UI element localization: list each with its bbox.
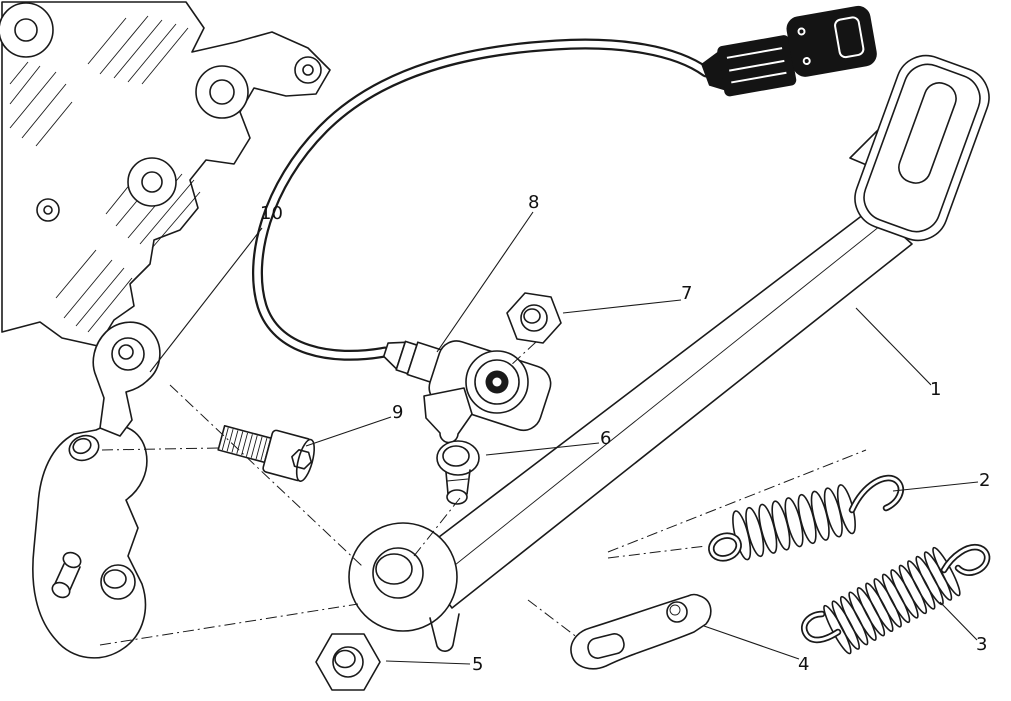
leader-2	[892, 481, 979, 492]
part-label-2: 2	[979, 470, 991, 491]
leader-1	[855, 307, 932, 386]
mount-bracket	[32, 321, 161, 659]
leader-7	[562, 299, 682, 314]
part-label-5: 5	[472, 654, 484, 675]
bracket-stop-pin	[51, 551, 82, 599]
spring-anchor-tab	[429, 613, 460, 652]
part-label-10: 10	[260, 203, 283, 224]
part-label-8: 8	[528, 192, 540, 213]
hex-nut-5	[315, 633, 381, 691]
sensor-mount-tab	[423, 387, 473, 444]
anchor-plate	[570, 593, 712, 670]
sidestand-leg	[348, 54, 990, 652]
leader-10	[149, 227, 263, 373]
part-label-9: 9	[392, 402, 404, 423]
part-label-1: 1	[930, 379, 942, 400]
pivot-hole	[372, 547, 424, 599]
hex-nut-7	[506, 292, 562, 344]
leader-8	[436, 211, 534, 353]
part-label-7: 7	[681, 283, 693, 304]
pivot-pin	[436, 440, 480, 505]
leader-9	[305, 416, 392, 447]
crankcase-fragment	[0, 1, 331, 347]
leader-6	[485, 442, 600, 456]
socket-bolt	[217, 424, 315, 482]
sensor-cable	[252, 38, 712, 361]
sidestand-sensor	[382, 340, 552, 444]
spring-outer	[708, 474, 905, 562]
part-label-6: 6	[600, 428, 612, 449]
leader-5	[385, 660, 471, 665]
plate-slot	[587, 633, 625, 659]
leader-3	[939, 601, 978, 641]
leader-lines	[149, 211, 979, 665]
foot-pad	[854, 54, 990, 242]
part-label-3: 3	[976, 634, 988, 655]
cable-connector	[701, 5, 877, 97]
assembly-centerlines	[99, 341, 867, 646]
leader-4	[703, 625, 800, 660]
spring-inner	[801, 543, 991, 655]
hex-socket	[291, 449, 313, 470]
part-label-4: 4	[798, 654, 810, 675]
